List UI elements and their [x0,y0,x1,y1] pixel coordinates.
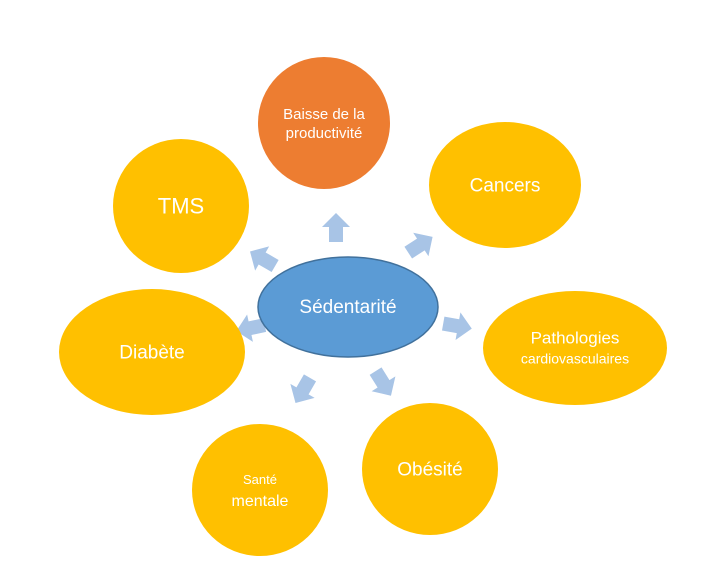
arrow-to-obesite [369,367,396,396]
node-sante-label: mentale [232,493,289,510]
node-diabete: Diabète [59,289,245,415]
node-diabete-ellipse [59,289,245,415]
center-ellipse [257,256,439,358]
arrow-to-cancers [404,232,433,259]
node-pathologies-label: cardiovasculaires [521,350,629,366]
arrow-to-sante [290,374,317,403]
node-obesite-ellipse [362,403,498,535]
node-obesite: Obésité [362,403,498,535]
center-label: Sédentarité [299,297,396,318]
node-productivite-label: productivité [286,125,363,142]
node-cancers: Cancers [429,122,581,248]
node-pathologies: Pathologies cardiovasculaires [483,291,667,405]
arrow-to-pathologies [441,312,472,340]
node-pathologies-label: Pathologies [531,328,620,347]
outer-nodes-layer: Baisse de la productivitéCancersPathologi… [59,57,667,556]
node-sante-ellipse [192,424,328,556]
node-productivite: Baisse de la productivité [258,57,390,189]
node-sante: Santé mentale [192,424,328,556]
node-diabete-label: Diabète [119,343,185,364]
node-pathologies-ellipse [483,291,667,405]
arrow-to-diabete [236,314,267,342]
node-productivite-ellipse [258,57,390,189]
node-tms: TMS [113,139,249,273]
arrow-to-tms [250,246,279,273]
node-tms-label: TMS [158,194,204,219]
arrows-layer [236,213,472,403]
node-obesite-label: Obésité [397,460,462,481]
center-node: Sédentarité [257,256,439,358]
node-cancers-ellipse [429,122,581,248]
arrow-to-productivite [322,213,350,242]
node-sante-label: Santé [243,472,277,487]
node-productivite-label: Baisse de la [283,106,365,123]
node-tms-ellipse [113,139,249,273]
node-cancers-label: Cancers [470,176,541,197]
